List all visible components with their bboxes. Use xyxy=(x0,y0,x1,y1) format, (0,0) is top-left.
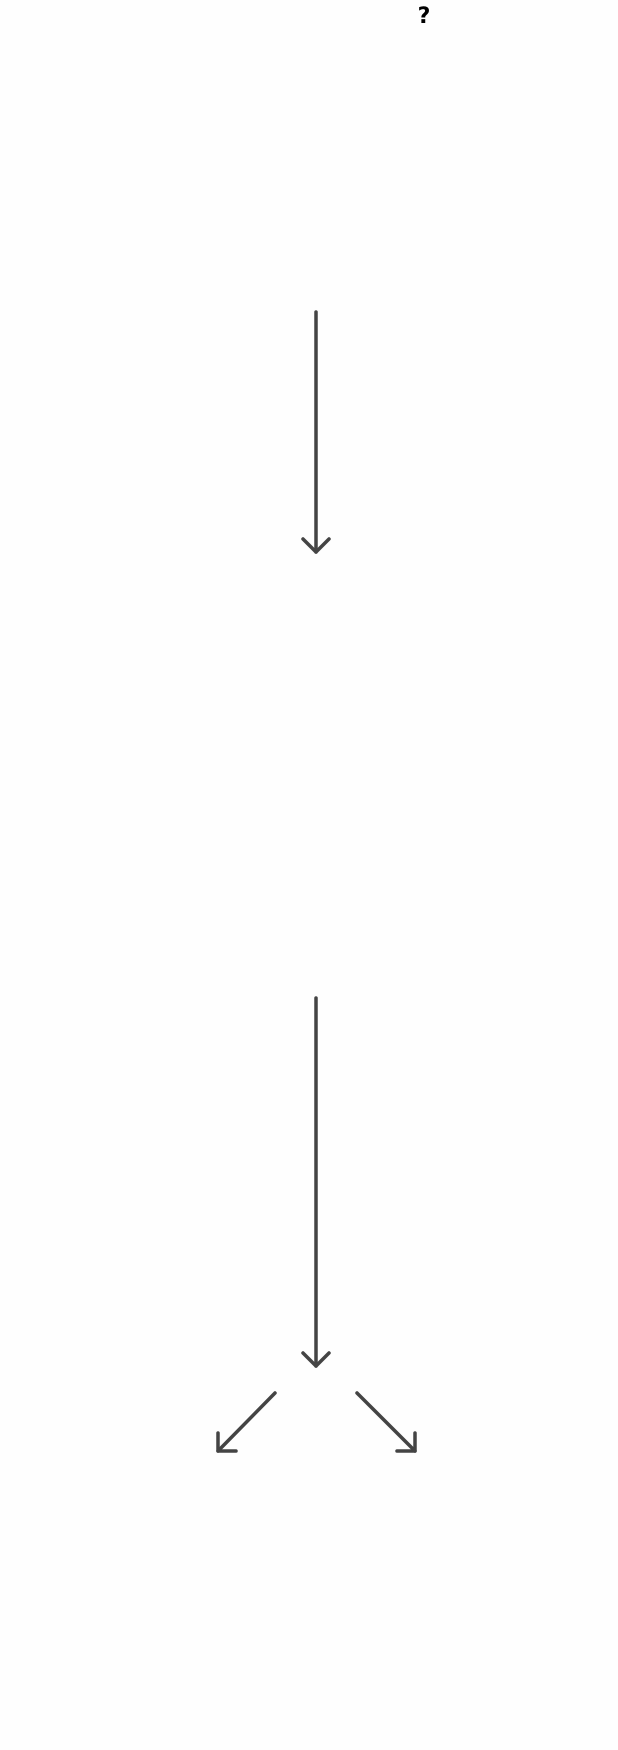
arrow-down-upper-head xyxy=(301,537,331,554)
arrow-down-left-head xyxy=(216,1431,238,1453)
arrow-down-lower xyxy=(301,996,331,1368)
arrow-down-right-shaft xyxy=(355,1391,417,1453)
arrow-down-lower-head xyxy=(301,1351,331,1368)
arrow-down-upper xyxy=(301,310,331,554)
arrow-down-left-shaft xyxy=(216,1391,277,1453)
arrow-down-right-branch xyxy=(355,1391,417,1453)
arrow-down-right-head xyxy=(395,1431,417,1453)
arrow-down-left-branch xyxy=(216,1391,277,1453)
question-mark-label: ? xyxy=(417,4,431,29)
